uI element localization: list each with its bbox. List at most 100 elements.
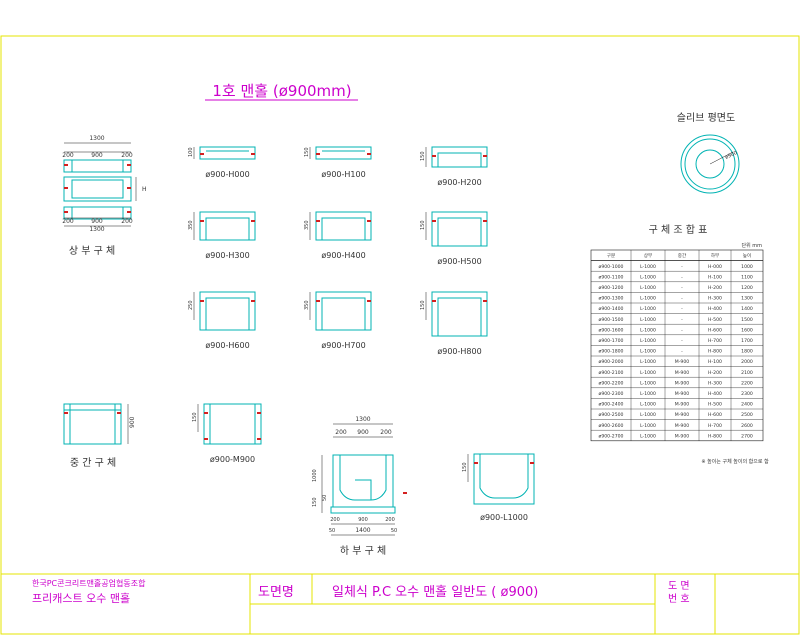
lower-body-mark xyxy=(403,492,407,494)
dim-upper-total: 1300 xyxy=(89,135,104,142)
table-cell: L-1000 xyxy=(640,338,656,344)
table-cell: ø900-2300 xyxy=(599,391,624,397)
model-outline xyxy=(199,211,256,241)
table-cell: H-000 xyxy=(708,264,722,270)
table-cell: ø900-1500 xyxy=(599,317,624,323)
model-mark xyxy=(316,300,320,302)
slab-plan-drawing xyxy=(680,134,740,194)
model-mark xyxy=(432,220,436,222)
table-cell: 1400 xyxy=(741,306,753,312)
dim-lower-top-total: 1300 xyxy=(355,416,370,423)
dim-lower-top-left: 200 xyxy=(335,429,347,436)
table-header-cell: 중간 xyxy=(678,252,687,259)
model-label: ø900-H100 xyxy=(321,170,365,179)
upper-body-marks xyxy=(64,164,131,213)
table-cell: H-500 xyxy=(708,402,722,408)
table-header-cell: 높이 xyxy=(743,252,751,259)
slab-plan-title: 슬리브 평면도 xyxy=(677,112,735,124)
table-cell: M-900 xyxy=(675,423,689,429)
model-outline xyxy=(431,211,488,247)
dim-lower-bot-edge-right: 50 xyxy=(391,528,397,534)
table-cell: ø900-1000 xyxy=(599,264,624,270)
model-inner-wall xyxy=(479,454,529,499)
table-cell: - xyxy=(681,275,683,280)
table-cell: H-400 xyxy=(708,391,722,397)
model-outline xyxy=(315,291,372,331)
table-cell: 2400 xyxy=(741,402,753,408)
model-mark xyxy=(483,220,487,222)
dim-upper-left: 200 xyxy=(62,152,74,159)
table-cell: - xyxy=(681,286,683,291)
model-dim: 150 xyxy=(304,147,310,157)
model-mark xyxy=(474,462,478,464)
middle-body-marks xyxy=(64,412,121,414)
dim-lower-bot-total: 1400 xyxy=(355,527,370,534)
model-outline xyxy=(315,211,372,241)
table-cell: 1100 xyxy=(741,274,753,280)
table-cell: L-1000 xyxy=(640,391,656,397)
table-cell: L-1000 xyxy=(640,327,656,333)
model-mark xyxy=(200,220,204,222)
model-mark xyxy=(367,153,371,155)
table-cell: 2700 xyxy=(741,433,753,439)
slab-dim: ø900 xyxy=(724,150,738,161)
dim-lower-bot-edge-left: 50 xyxy=(329,528,335,534)
table-cell: H-200 xyxy=(708,285,722,291)
table-cell: H-400 xyxy=(708,306,722,312)
table-header-cell: 하부 xyxy=(711,252,719,259)
table-cell: ø900-1100 xyxy=(599,274,624,280)
table-cell: M-900 xyxy=(675,402,689,408)
table-cell: ø900-1800 xyxy=(599,349,624,355)
model-mark xyxy=(367,300,371,302)
dim-upper-right-bottom: 200 xyxy=(121,218,133,225)
dim-lower-top-right: 200 xyxy=(380,429,392,436)
table-cell: 1600 xyxy=(741,327,753,333)
model-dim: 150 xyxy=(420,220,426,230)
table-cell: 1800 xyxy=(741,349,753,355)
table-cell: ø900-1300 xyxy=(599,296,624,302)
table-cell: H-300 xyxy=(708,380,722,386)
dim-upper-h: H xyxy=(142,186,147,193)
table-unit: 단위 mm xyxy=(741,242,762,249)
model-mark xyxy=(204,438,208,440)
dim-lower-bot-mid: 900 xyxy=(358,517,368,523)
dim-upper-right: 200 xyxy=(121,152,133,159)
model-label: ø900-H300 xyxy=(205,251,249,260)
table-cell: L-1000 xyxy=(640,349,656,355)
table-cell: H-800 xyxy=(708,349,722,355)
model-outline xyxy=(473,453,535,505)
table-cell: 1700 xyxy=(741,338,753,344)
table-cell: M-900 xyxy=(675,359,689,365)
model-dim: 350 xyxy=(304,300,310,310)
table-cell: 2300 xyxy=(741,391,753,397)
title-block: 한국PC콘크리트맨홀공업협동조합 프리캐스트 오수 맨홀 도면명 일체식 P.C… xyxy=(0,574,800,634)
table-cell: M-900 xyxy=(675,380,689,386)
dim-upper-total-bottom: 1300 xyxy=(89,226,104,233)
dim-lower-bot-right: 200 xyxy=(385,517,395,523)
table-cell: L-1000 xyxy=(640,380,656,386)
table-cell: M-900 xyxy=(675,433,689,439)
model-inner-wall xyxy=(321,297,366,330)
table-cell: L-1000 xyxy=(640,423,656,429)
middle-body-label: 중 간 구 체 xyxy=(70,457,116,469)
slab-dim-line xyxy=(709,151,734,165)
model-dim: 150 xyxy=(420,151,426,161)
table-cell: ø900-1200 xyxy=(599,285,624,291)
model-inner-wall xyxy=(437,217,482,246)
model-label: ø900-H800 xyxy=(437,347,481,356)
table-cell: H-500 xyxy=(708,317,722,323)
drawing-number-label-1: 도 면 xyxy=(668,581,690,592)
dim-lower-h3: 50 xyxy=(322,495,328,501)
table-cell: 2200 xyxy=(741,380,753,386)
table-cell: 2500 xyxy=(741,412,753,418)
model-inner-wall xyxy=(437,152,482,167)
table-cell: ø900-2400 xyxy=(599,402,624,408)
table-cell: L-1000 xyxy=(640,296,656,302)
